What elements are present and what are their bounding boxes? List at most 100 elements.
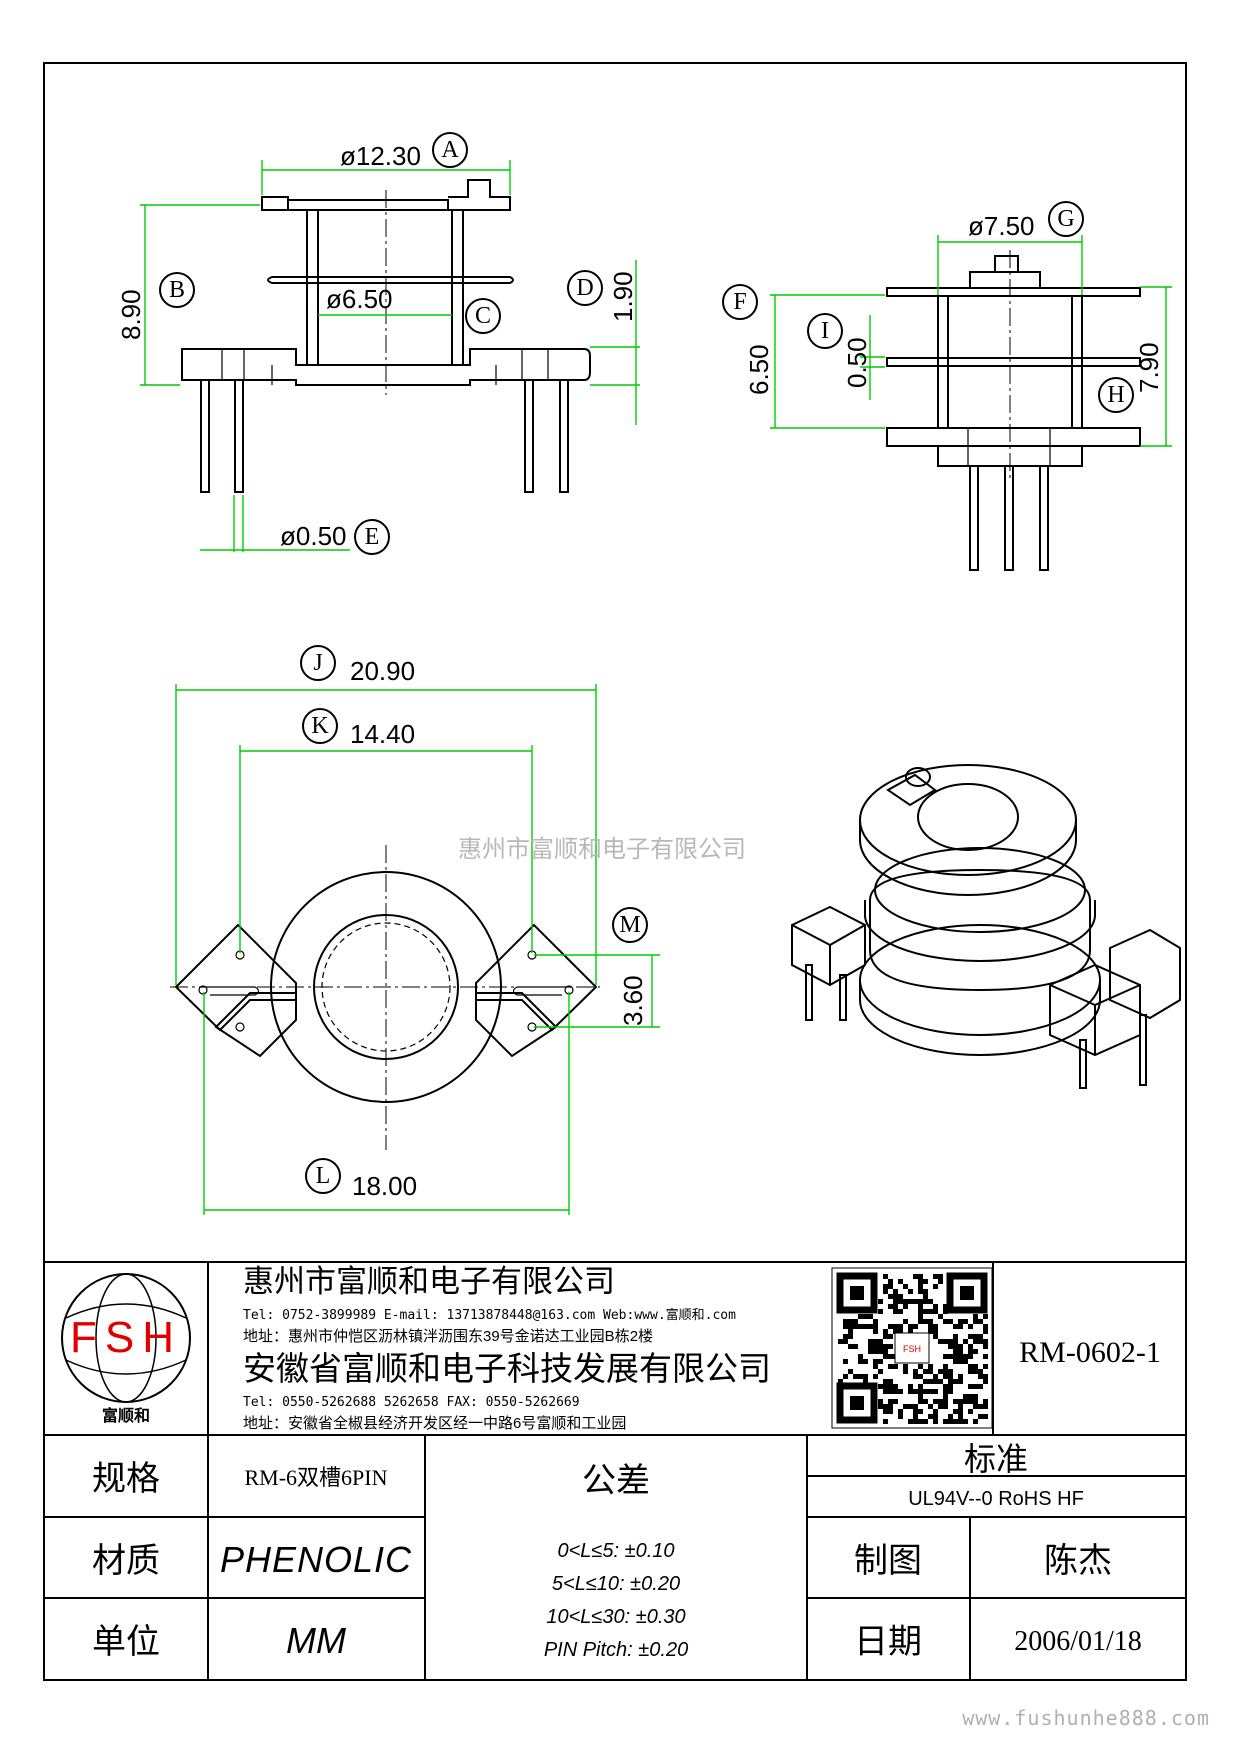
qr-cell <box>938 1379 943 1384</box>
qr-cell <box>878 1384 883 1389</box>
qr-cell <box>878 1359 883 1364</box>
qr-cell <box>888 1409 893 1414</box>
tolerance-line: PIN Pitch: ±0.20 <box>544 1639 688 1661</box>
qr-cell <box>918 1289 923 1294</box>
front-view <box>140 160 640 552</box>
qr-cell <box>978 1339 983 1344</box>
qr-cell <box>848 1369 853 1374</box>
spec-value: RM-6双槽6PIN <box>244 1465 387 1490</box>
qr-cell <box>903 1304 908 1309</box>
qr-cell <box>983 1364 988 1369</box>
dim-h-circle <box>1098 377 1134 413</box>
qr-cell <box>983 1324 988 1329</box>
qr-cell <box>903 1299 908 1304</box>
qr-cell <box>888 1354 893 1359</box>
qr-cell <box>908 1384 913 1389</box>
qr-cell <box>953 1324 958 1329</box>
qr-cell <box>953 1419 958 1424</box>
qr-cell <box>863 1374 868 1379</box>
qr-cell <box>978 1404 983 1409</box>
qr-cell <box>883 1379 888 1384</box>
qr-cell <box>968 1349 973 1354</box>
qr-cell <box>918 1389 923 1394</box>
qr-cell <box>943 1404 948 1409</box>
qr-cell <box>873 1364 878 1369</box>
side-view <box>770 235 1172 571</box>
dim-d-value: 1.90 <box>608 271 638 322</box>
qr-cell <box>913 1419 918 1424</box>
qr-cell <box>923 1389 928 1394</box>
qr-cell <box>978 1334 983 1339</box>
qr-cell <box>928 1379 933 1384</box>
qr-cell <box>878 1309 883 1314</box>
qr-cell <box>953 1349 958 1354</box>
qr-cell <box>948 1374 953 1379</box>
qr-cell <box>858 1359 863 1364</box>
qr-cell <box>868 1314 873 1319</box>
qr-cell <box>948 1344 953 1349</box>
unit-value: MM <box>286 1620 346 1661</box>
qr-cell <box>843 1324 848 1329</box>
dim-a-letter: A <box>441 137 459 163</box>
qr-cell <box>938 1369 943 1374</box>
qr-cell <box>883 1344 888 1349</box>
qr-cell <box>943 1369 948 1374</box>
qr-cell <box>963 1354 968 1359</box>
qr-cell <box>968 1344 973 1349</box>
qr-cell <box>933 1329 938 1334</box>
qr-cell <box>858 1324 863 1329</box>
qr-cell <box>968 1394 973 1399</box>
logo-letters: FSH <box>70 1313 182 1362</box>
qr-cell <box>868 1324 873 1329</box>
qr-cell <box>943 1364 948 1369</box>
qr-cell <box>968 1324 973 1329</box>
qr-cell <box>958 1359 963 1364</box>
qr-cell <box>968 1384 973 1389</box>
dim-h-letter: H <box>1107 382 1124 408</box>
qr-cell <box>843 1334 848 1339</box>
qr-cell <box>933 1389 938 1394</box>
dim-l-value: 18.00 <box>352 1171 417 1201</box>
dim-c-letter: C <box>475 303 491 329</box>
qr-cell <box>958 1324 963 1329</box>
qr-cell <box>943 1309 948 1314</box>
qr-cell <box>953 1379 958 1384</box>
qr-cell <box>973 1404 978 1409</box>
watermark-text: 惠州市富顺和电子有限公司 <box>458 836 746 863</box>
dim-b-value: 8.90 <box>116 289 146 340</box>
qr-cell <box>873 1319 878 1324</box>
qr-cell <box>958 1409 963 1414</box>
qr-cell <box>883 1274 888 1279</box>
qr-cell <box>908 1329 913 1334</box>
drawn-by-value: 陈杰 <box>1044 1542 1112 1580</box>
qr-cell <box>913 1374 918 1379</box>
company1-address: 地址：惠州市仲恺区沥林镇泮沥围东39号金诺达工业园B栋2楼 <box>243 1327 653 1345</box>
qr-cell <box>893 1294 898 1299</box>
dim-h-value: 7.90 <box>1134 342 1164 393</box>
qr-cell <box>983 1399 988 1404</box>
qr-cell <box>913 1274 918 1279</box>
qr-cell <box>898 1409 903 1414</box>
qr-cell <box>898 1309 903 1314</box>
dim-j-circle <box>300 645 336 681</box>
qr-cell <box>918 1399 923 1404</box>
qr-cell <box>918 1409 923 1414</box>
qr-cell <box>843 1339 848 1344</box>
qr-cell <box>948 1419 953 1424</box>
dim-l-letter: L <box>316 1163 331 1189</box>
qr-cell <box>908 1299 913 1304</box>
qr-cell <box>843 1374 848 1379</box>
qr-cell <box>943 1339 948 1344</box>
qr-cell <box>948 1389 953 1394</box>
qr-cell <box>963 1359 968 1364</box>
qr-cell <box>883 1419 888 1424</box>
drawn-by-label: 制图 <box>854 1543 922 1580</box>
qr-cell <box>948 1319 953 1324</box>
dim-d-letter: D <box>576 275 593 301</box>
company1-contact: Tel: 0752-3899989 E-mail: 13713878448@16… <box>243 1307 736 1323</box>
material-label: 材质 <box>92 1542 160 1580</box>
qr-cell <box>908 1289 913 1294</box>
qr-cell <box>898 1414 903 1419</box>
qr-cell <box>883 1284 888 1289</box>
qr-cell <box>878 1404 883 1409</box>
